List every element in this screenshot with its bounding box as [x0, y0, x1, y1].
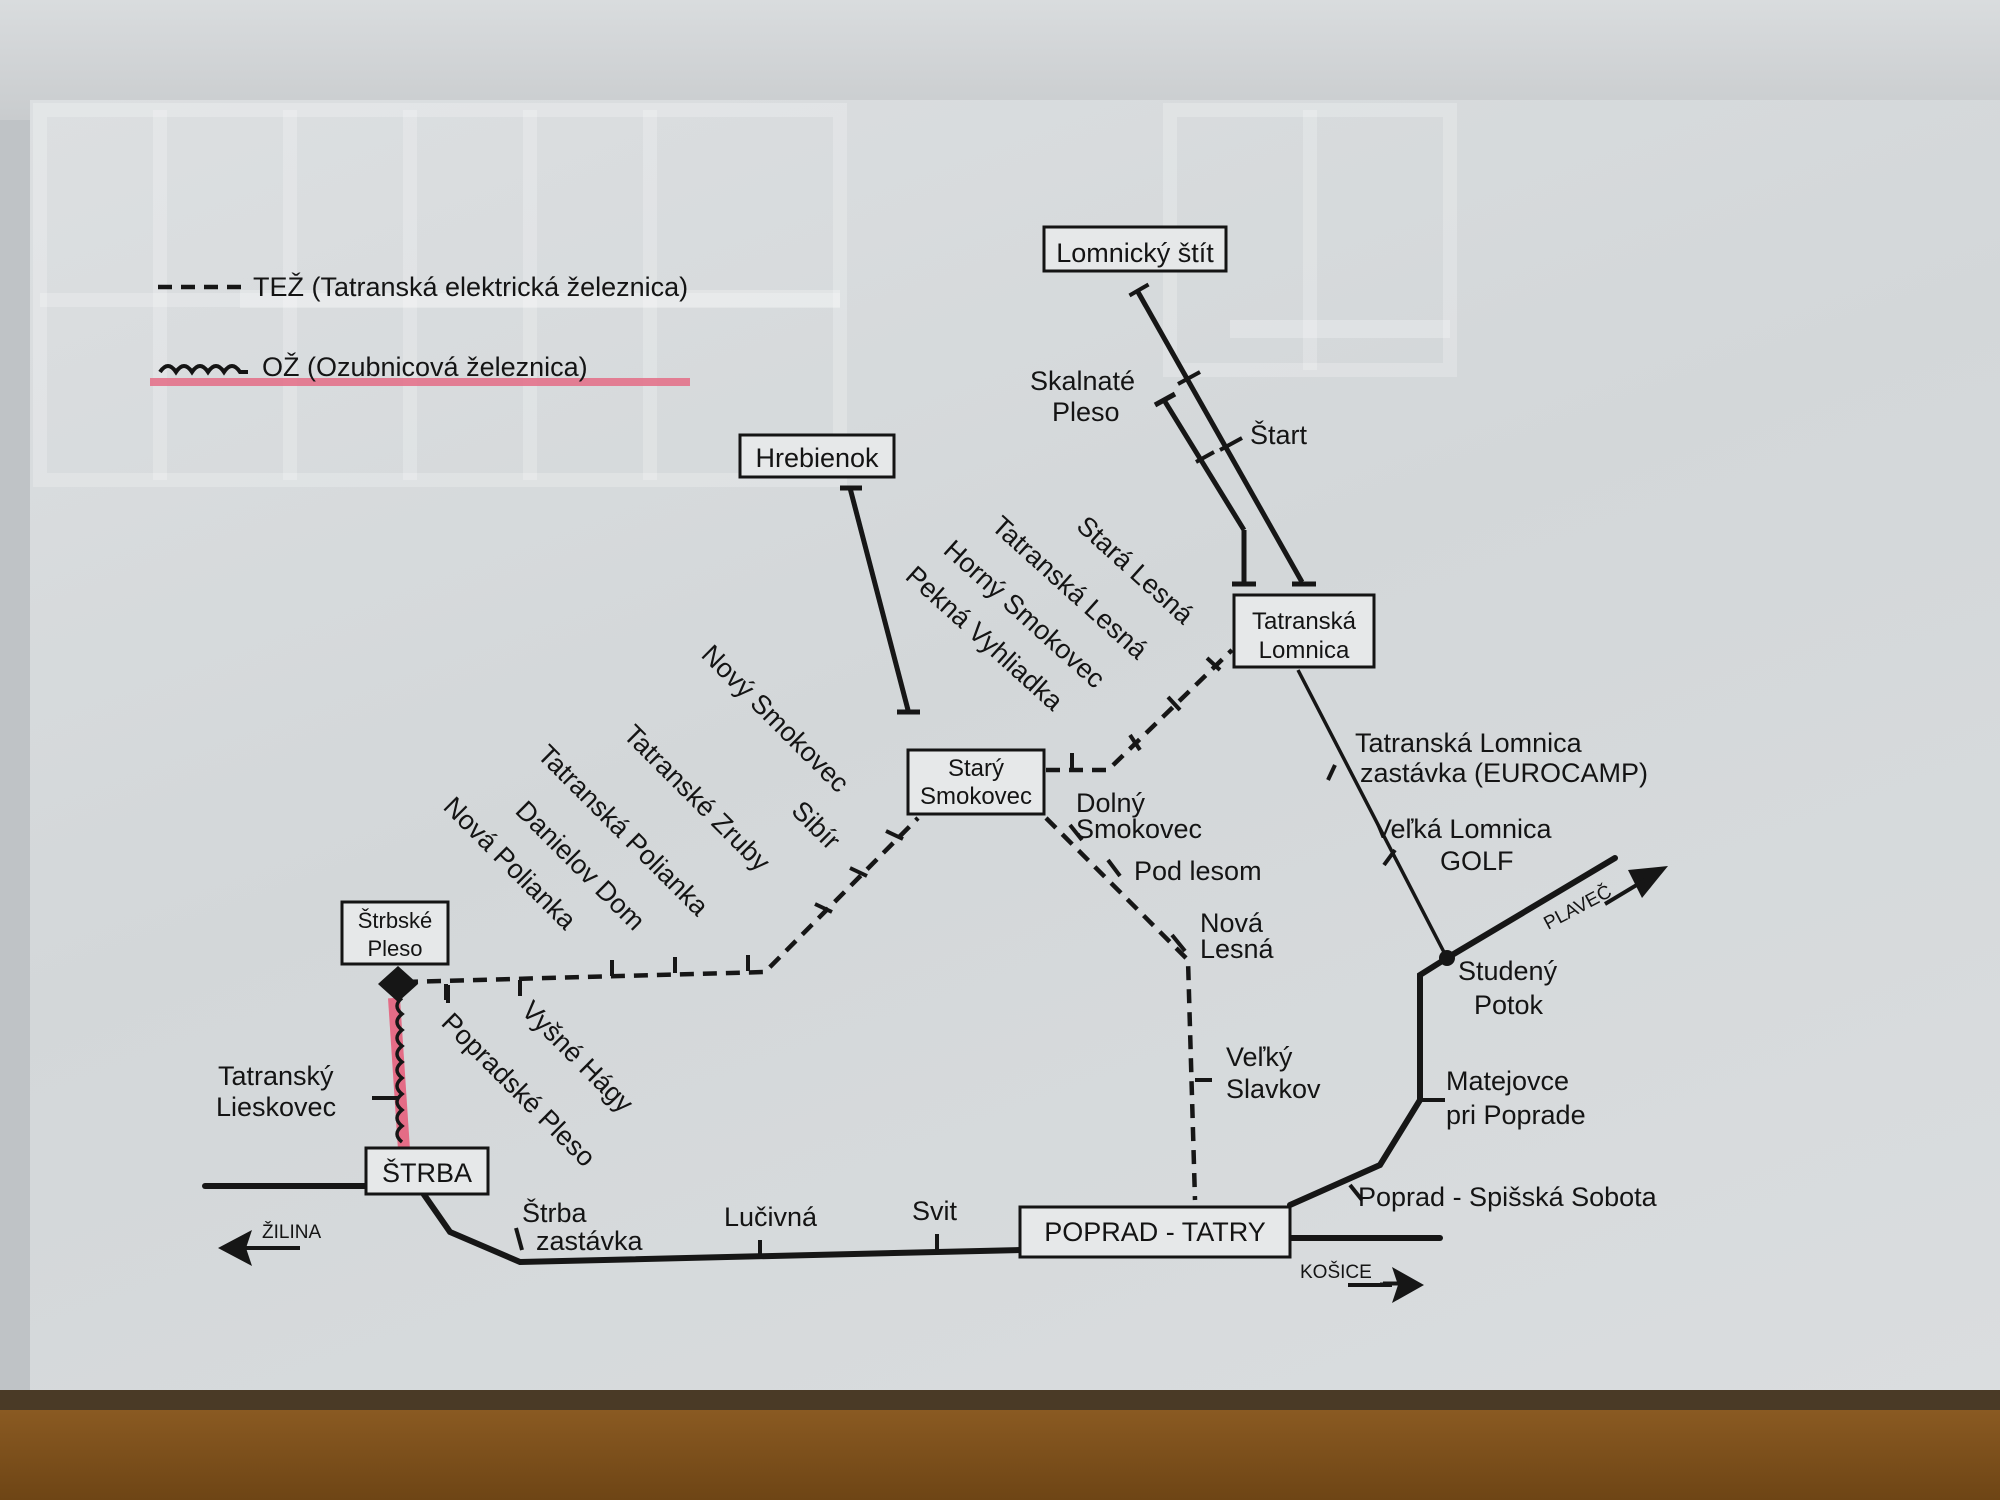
direction-zilina: ŽILINA [262, 1221, 321, 1243]
frame-shadow [0, 1390, 2000, 1410]
cable-cars [840, 282, 1316, 715]
station-tatransky-lieskovec-line1: Tatranský [218, 1061, 334, 1091]
legend-cog-line [158, 364, 248, 376]
station-box-strbske-pleso [340, 900, 450, 966]
station-pod-lesom: Pod lesom [1134, 856, 1262, 886]
station-nova-lesna-line1: Nová [1200, 908, 1264, 938]
station-tatransky-lieskovec-line2: Lieskovec [216, 1092, 336, 1122]
legend: TEŽ (Tatranská elektrická železnica) OŽ … [150, 271, 690, 386]
arrow-left-icon [218, 1230, 252, 1266]
station-dolny-smokovec-line2: Smokovec [1076, 814, 1202, 844]
station-tatranska-lomnica-line2: Lomnica [1259, 637, 1350, 664]
station-dolny-smokovec-line1: Dolný [1076, 788, 1146, 818]
station-stary-smokovec-line1: Starý [948, 755, 1004, 782]
station-skalnate-pleso-line1: Skalnaté [1030, 366, 1135, 396]
station-strba: ŠTRBA [382, 1157, 472, 1188]
station-start: Štart [1250, 419, 1308, 450]
direction-plavec: PLAVEČ [1540, 880, 1615, 934]
direction-kosice: KOŠICE [1300, 1261, 1372, 1283]
station-tl-zastavka-line2: zastávka (EUROCAMP) [1360, 758, 1648, 788]
arrow-up-right-icon [1628, 866, 1668, 898]
main-line [202, 669, 1618, 1266]
station-strba-zastavka-line2: zastávka [536, 1226, 644, 1256]
station-velky-slavkov-line1: Veľký [1226, 1042, 1293, 1072]
legend-oz-label: OŽ (Ozubnicová železnica) [262, 351, 588, 382]
station-velka-lomnica-line2: GOLF [1440, 846, 1514, 876]
station-spisska-sobota: Poprad - Spišská Sobota [1358, 1182, 1658, 1212]
legend-tez-label: TEŽ (Tatranská elektrická železnica) [253, 271, 688, 302]
arrow-right-icon [1392, 1267, 1424, 1303]
station-box-strba [364, 1146, 490, 1196]
station-poprad-tatry: POPRAD - TATRY [1044, 1217, 1266, 1247]
cog-railway [372, 966, 450, 1151]
tez-lines [403, 648, 1234, 1201]
station-box-hrebienok [738, 433, 896, 479]
station-box-stary-smokovec [906, 748, 1046, 816]
wooden-frame [0, 1410, 2000, 1500]
station-studeny-potok-line1: Studený [1458, 956, 1558, 986]
station-matejovce-line2: pri Poprade [1446, 1100, 1586, 1130]
station-stary-smokovec-line2: Smokovec [920, 783, 1032, 810]
station-sibir: Sibír [786, 795, 846, 855]
station-strba-zastavka-line1: Štrba [522, 1197, 588, 1228]
station-lucivna: Lučivná [724, 1202, 818, 1232]
station-studeny-potok-line2: Potok [1474, 990, 1544, 1020]
station-lomnicky-stit: Lomnický štít [1056, 238, 1214, 268]
station-tatranska-lomnica-line1: Tatranská [1252, 608, 1357, 635]
station-svit: Svit [912, 1196, 958, 1226]
legend-highlight [150, 378, 690, 386]
station-velka-lomnica-line1: Veľká Lomnica [1374, 814, 1552, 844]
station-box-tatranska-lomnica [1232, 593, 1376, 669]
station-strbske-pleso-line1: Štrbské [358, 908, 433, 933]
station-strbske-pleso-line2: Pleso [367, 936, 422, 961]
station-skalnate-pleso-line2: Pleso [1052, 397, 1120, 427]
station-nova-lesna-line2: Lesná [1200, 934, 1275, 964]
station-hrebienok: Hrebienok [755, 443, 879, 473]
station-tl-zastavka-line1: Tatranská Lomnica [1355, 728, 1583, 758]
station-box-lomnicky-stit [1042, 225, 1228, 273]
station-velky-slavkov-line2: Slavkov [1226, 1074, 1321, 1104]
station-box-poprad-tatry [1018, 1205, 1292, 1259]
junction-diamond-icon [378, 966, 418, 1002]
station-novy-smokovec: Nový Smokovec [696, 639, 855, 798]
station-matejovce-line1: Matejovce [1446, 1066, 1569, 1096]
